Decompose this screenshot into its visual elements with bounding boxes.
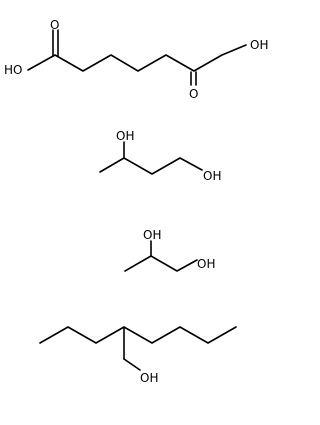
label-oh-bottom: OH: [140, 371, 158, 385]
label-oh-right: OH: [250, 38, 268, 52]
label-oh-right: OH: [197, 257, 215, 271]
structure-canvas: O HO OH O OH OH OH OH OH: [4, 18, 268, 385]
label-ho-left: HO: [4, 63, 22, 77]
label-oh-top: OH: [116, 129, 134, 143]
label-oh-top: OH: [143, 228, 161, 242]
propanediol-chain: [124, 255, 198, 272]
butanediol-chain: [99, 157, 203, 175]
label-o-right: O: [189, 87, 198, 101]
label-o-left: O: [50, 18, 59, 32]
ethylhexanol-ethyl-and-main-chain: [39, 326, 237, 344]
adipic-chain: [27, 44, 247, 72]
molecule-butane-1-3-diol: OH OH: [99, 129, 221, 183]
ethylhexanol-oh-bond: [123, 358, 141, 371]
molecule-2-ethylhexanol: OH: [39, 326, 237, 385]
molecule-propane-1-2-diol: OH OH: [124, 228, 215, 272]
label-oh-right: OH: [203, 169, 221, 183]
molecule-adipic-acid: O HO OH O: [4, 18, 268, 101]
